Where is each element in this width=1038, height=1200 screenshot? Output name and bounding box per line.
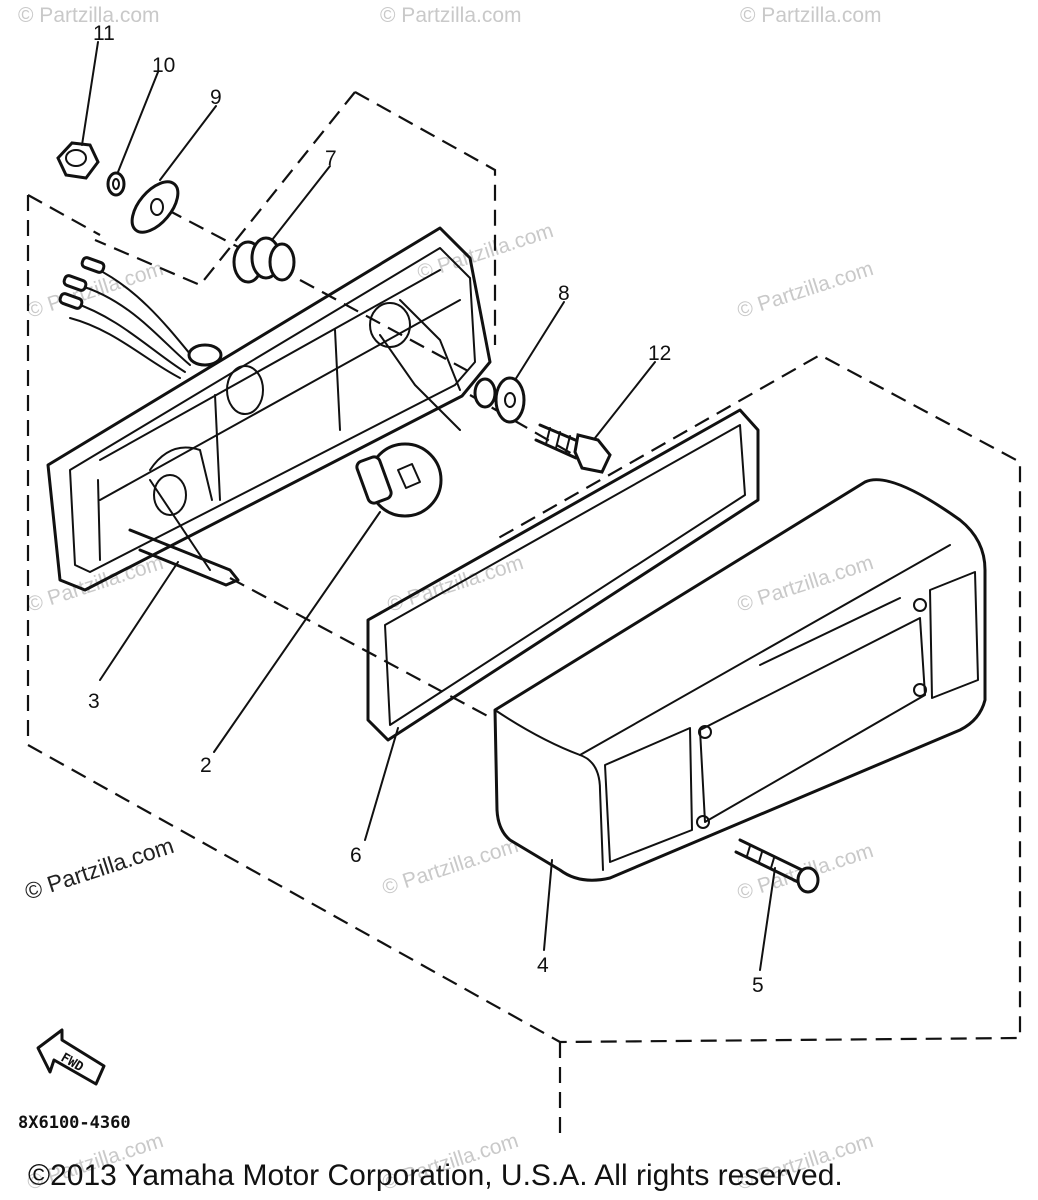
watermark-group: © Partzilla.com © Partzilla.com © Partzi… [18, 4, 882, 1195]
diagram-code: 8X6100-4360 [18, 1113, 131, 1133]
watermark: © Partzilla.com [18, 4, 160, 27]
watermark: © Partzilla.com [734, 257, 876, 323]
lock-washer-10 [106, 171, 126, 197]
lens-4 [493, 478, 987, 882]
callout-numbers: 11 10 9 7 8 12 3 2 6 4 5 [88, 22, 764, 997]
callout-4: 4 [537, 954, 549, 977]
watermark: © Partzilla.com [379, 834, 521, 900]
watermark: © Partzilla.com [740, 4, 882, 27]
callout-2: 2 [200, 754, 212, 777]
callout-6: 6 [350, 844, 362, 867]
screw-5 [734, 838, 820, 894]
callout-5: 5 [752, 974, 764, 997]
forward-arrow-icon: FWD [36, 1028, 106, 1086]
watermark: © Partzilla.com [384, 551, 526, 617]
callout-9: 9 [210, 86, 222, 109]
gasket-6 [366, 408, 760, 742]
bolt-12 [534, 423, 612, 474]
washer-9 [130, 180, 180, 234]
tail-lamp-housing-1 [46, 226, 492, 592]
watermark: © Partzilla.com [380, 4, 522, 27]
collar-8 [473, 376, 526, 424]
callout-8: 8 [558, 282, 570, 305]
callout-12: 12 [648, 342, 671, 365]
wire-harness [58, 256, 223, 379]
nut-11 [56, 141, 100, 180]
grommet-7 [232, 236, 296, 284]
callout-3: 3 [88, 690, 100, 713]
leader-lines [81, 41, 776, 971]
copyright-notice: ©2013 Yamaha Motor Corporation, U.S.A. A… [28, 1159, 843, 1192]
bulb-2 [355, 442, 443, 518]
watermark: © Partzilla.com [734, 551, 876, 617]
callout-11: 11 [93, 22, 115, 45]
callout-7: 7 [325, 147, 337, 170]
callout-10: 10 [152, 54, 175, 77]
watermark-prominent: © Partzilla.com [22, 832, 177, 905]
mounting-stud-3 [128, 474, 240, 587]
